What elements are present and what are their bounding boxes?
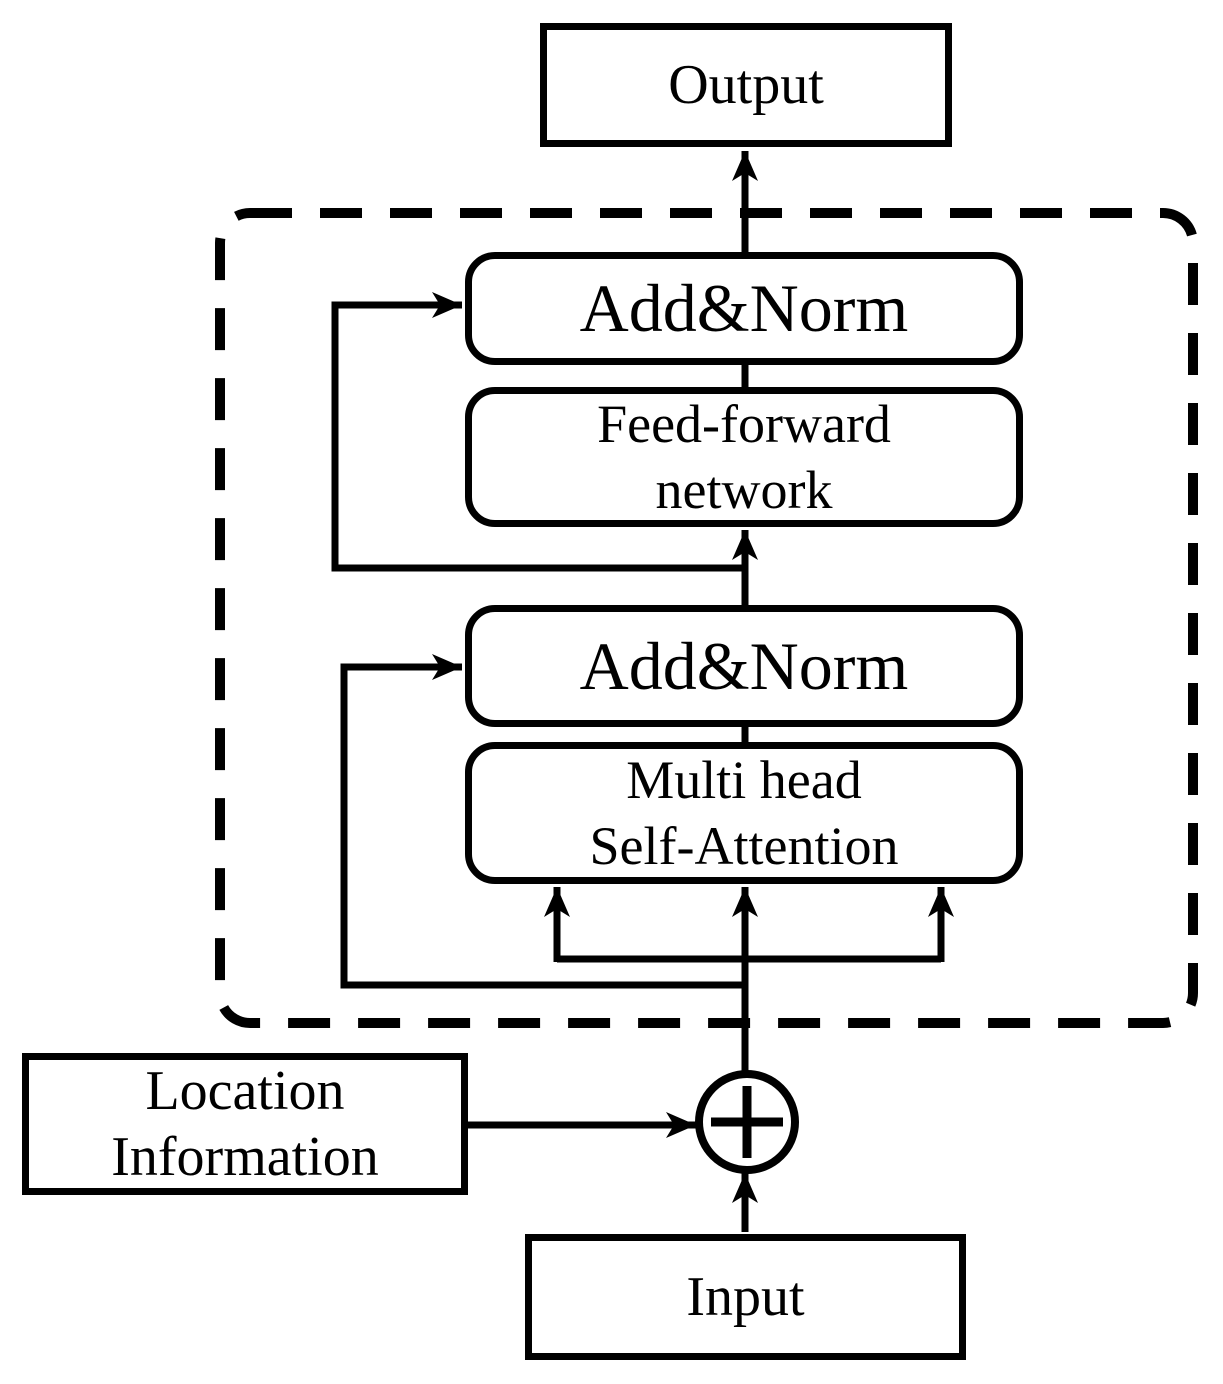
residual-to-addnorm-bottom <box>340 654 745 989</box>
feed-forward-label-line1: Feed-forward <box>597 394 891 454</box>
attention-label-line1: Multi head <box>626 750 862 810</box>
location-label-line2: Information <box>111 1126 379 1188</box>
feed-forward-node: Feed-forward network <box>465 387 1023 527</box>
add-norm-top-node: Add&Norm <box>465 252 1023 365</box>
input-label: Input <box>686 1265 805 1328</box>
attention-label-line2: Self-Attention <box>589 816 899 876</box>
multi-head-self-attention-node: Multi head Self-Attention <box>465 742 1023 884</box>
residual-to-addnorm-top <box>331 292 745 572</box>
add-norm-bottom-node: Add&Norm <box>465 605 1023 727</box>
feed-forward-label-line2: network <box>655 460 833 520</box>
input-node: Input <box>525 1234 966 1360</box>
plus-icon <box>711 1086 783 1158</box>
output-label: Output <box>668 53 824 116</box>
output-node: Output <box>540 23 952 147</box>
encoder-dashed-boundary <box>215 208 1198 1028</box>
add-norm-bottom-label: Add&Norm <box>579 627 909 704</box>
location-information-node: Location Information <box>22 1053 468 1195</box>
location-label-line1: Location <box>145 1060 345 1122</box>
add-norm-top-label: Add&Norm <box>579 270 909 347</box>
